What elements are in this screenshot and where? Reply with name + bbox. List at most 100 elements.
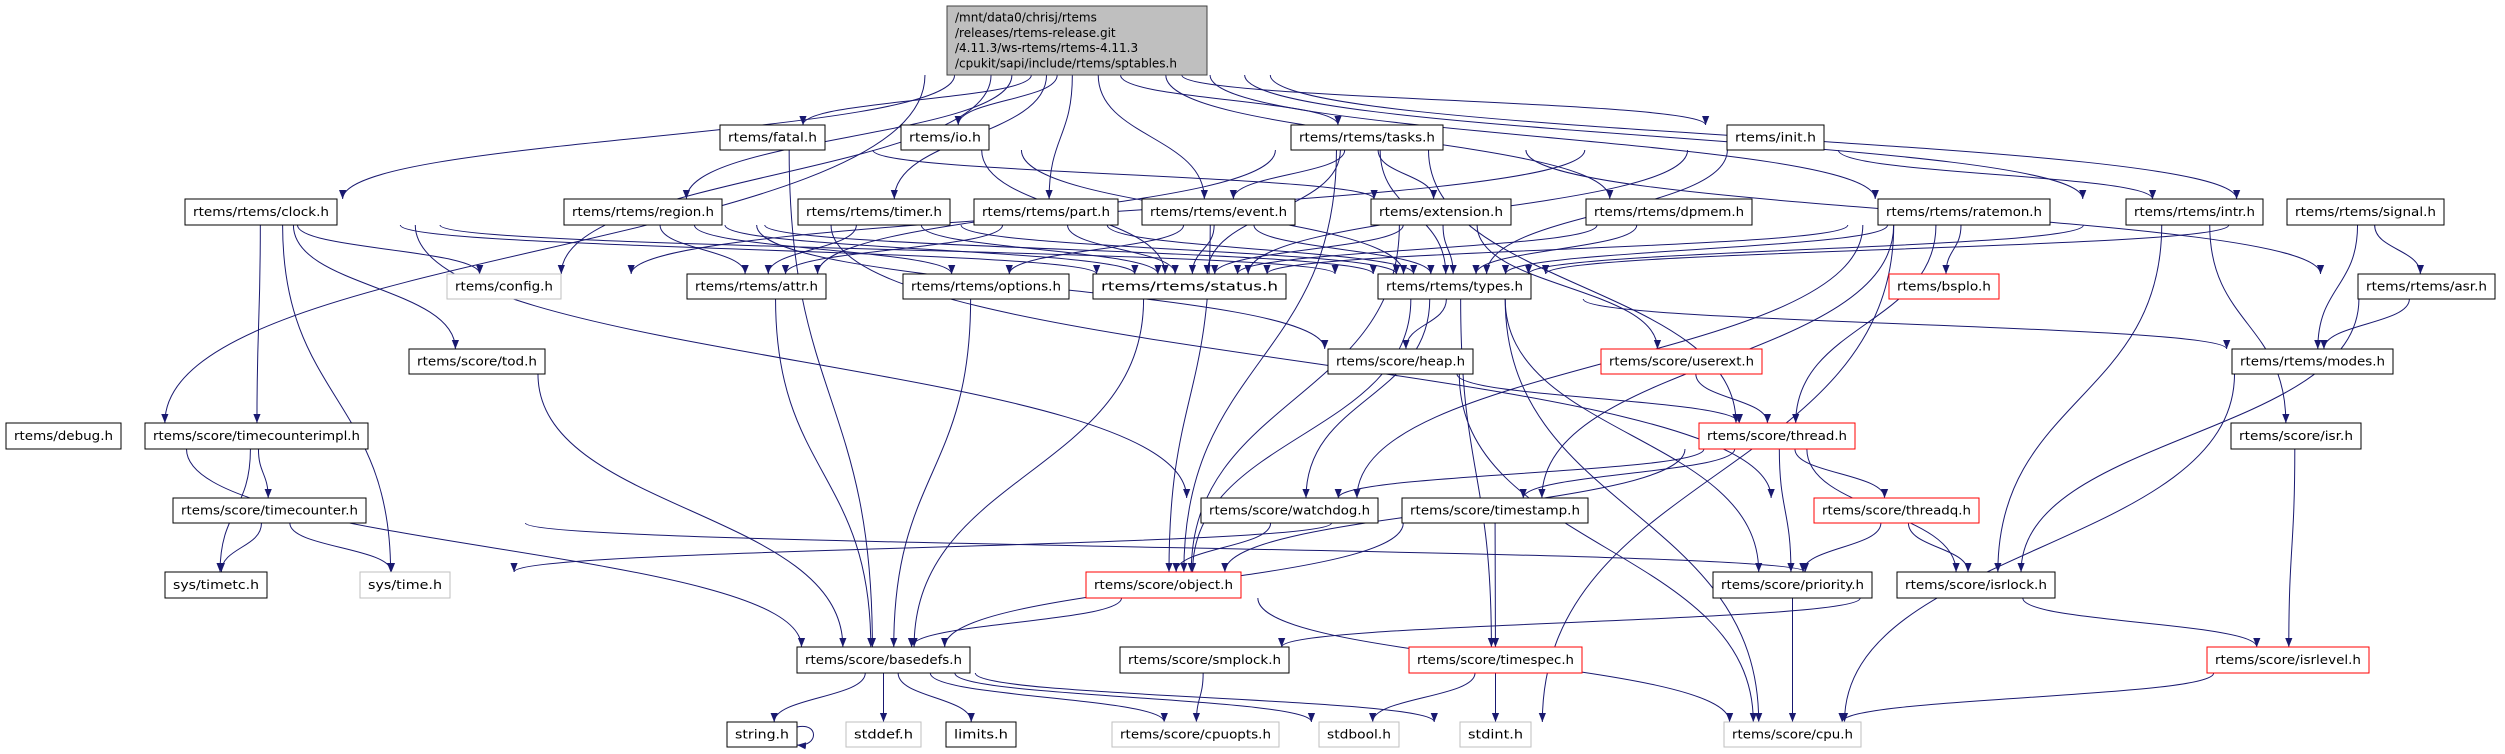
node-label: rtems/score/threadq.h — [1822, 504, 1971, 518]
node-isrlock[interactable]: rtems/score/isrlock.h — [1896, 571, 2056, 599]
node-box — [1290, 124, 1444, 151]
node-stdbool[interactable]: stdbool.h — [1318, 721, 1400, 748]
node-config[interactable]: rtems/config.h — [446, 273, 562, 300]
node-basedefs[interactable]: rtems/score/basedefs.h — [796, 646, 971, 674]
edge-smplock-to-cpuopts — [1192, 672, 1204, 723]
edge-basedefs-to-string — [770, 672, 866, 723]
edge-heap-to-thread — [1456, 373, 1743, 424]
node-timecounterimpl[interactable]: rtems/score/timecounterimpl.h — [144, 422, 369, 450]
node-priority[interactable]: rtems/score/priority.h — [1712, 571, 1873, 599]
node-label: rtems/score/timecounter.h — [181, 504, 358, 518]
node-stddef[interactable]: stddef.h — [845, 721, 922, 748]
edge-types-to-priority — [1504, 298, 1763, 573]
node-region[interactable]: rtems/rtems/region.h — [563, 198, 723, 226]
edge-timestamp-to-systime — [510, 522, 1332, 573]
node-systime[interactable]: sys/time.h — [359, 571, 451, 599]
node-box — [845, 721, 922, 748]
node-timespec[interactable]: rtems/score/timespec.h — [1408, 646, 1583, 674]
node-timecounter[interactable]: rtems/score/timecounter.h — [172, 497, 367, 524]
node-asr[interactable]: rtems/rtems/asr.h — [2357, 273, 2496, 300]
edge-root-to-tasks — [1120, 74, 1342, 126]
node-box — [172, 497, 367, 524]
node-box — [184, 198, 338, 226]
node-timer[interactable]: rtems/rtems/timer.h — [797, 198, 951, 226]
edge-clock-to-tod — [292, 224, 459, 350]
node-label: rtems/score/isr.h — [2239, 429, 2353, 443]
node-isrlevel[interactable]: rtems/score/isrlevel.h — [2206, 646, 2370, 674]
node-options[interactable]: rtems/rtems/options.h — [902, 273, 1070, 300]
node-label: stdint.h — [1468, 728, 1523, 742]
node-box — [1377, 273, 1532, 300]
node-userext[interactable]: rtems/score/userext.h — [1600, 348, 1763, 375]
node-label: rtems/rtems/region.h — [572, 205, 714, 219]
node-tasks[interactable]: rtems/rtems/tasks.h — [1290, 124, 1444, 151]
node-extension[interactable]: rtems/extension.h — [1370, 198, 1512, 226]
node-status[interactable]: rtems/rtems/status.h — [1092, 273, 1287, 300]
node-label: sys/time.h — [368, 578, 442, 592]
node-cpu[interactable]: rtems/score/cpu.h — [1723, 721, 1862, 748]
edge-signal-to-asr — [2374, 224, 2424, 275]
node-bsplo[interactable]: rtems/bsplo.h — [1888, 273, 2000, 300]
node-signal[interactable]: rtems/rtems/signal.h — [2286, 198, 2445, 226]
node-heap[interactable]: rtems/score/heap.h — [1327, 348, 1474, 375]
node-init[interactable]: rtems/init.h — [1726, 124, 1825, 151]
node-timetc[interactable]: sys/timetc.h — [164, 571, 268, 599]
node-ratemon[interactable]: rtems/rtems/ratemon.h — [1877, 198, 2051, 226]
node-string[interactable]: string.h — [726, 721, 798, 748]
node-label: rtems/score/priority.h — [1721, 578, 1864, 592]
node-io[interactable]: rtems/io.h — [900, 124, 990, 151]
node-dpmem[interactable]: rtems/rtems/dpmem.h — [1585, 198, 1753, 226]
edge-types-to-modes — [1582, 298, 2231, 350]
node-modes[interactable]: rtems/rtems/modes.h — [2231, 348, 2394, 375]
node-types[interactable]: rtems/rtems/types.h — [1377, 273, 1532, 300]
node-label: rtems/extension.h — [1379, 205, 1503, 219]
node-clock[interactable]: rtems/rtems/clock.h — [184, 198, 338, 226]
node-box — [1459, 721, 1532, 748]
edge-types-to-watchdog — [1302, 298, 1431, 499]
node-watchdog[interactable]: rtems/score/watchdog.h — [1200, 497, 1379, 524]
edge-tasks-to-object — [1180, 149, 1337, 573]
node-label: rtems/rtems/status.h — [1101, 280, 1278, 294]
node-label: string.h — [735, 728, 789, 742]
node-intr[interactable]: rtems/rtems/intr.h — [2125, 198, 2264, 226]
node-label: rtems/rtems/signal.h — [2295, 205, 2436, 219]
edge-options-to-basedefs — [890, 298, 972, 648]
node-cpuopts[interactable]: rtems/score/cpuopts.h — [1111, 721, 1280, 748]
node-stdint[interactable]: stdint.h — [1459, 721, 1532, 748]
node-event[interactable]: rtems/rtems/event.h — [1141, 198, 1296, 226]
edge-extension-to-userext — [1476, 224, 1662, 350]
edge-event-to-types — [1253, 224, 1435, 275]
edge-region-to-status — [724, 224, 1139, 275]
node-box — [1092, 273, 1287, 300]
node-box — [1141, 198, 1296, 226]
node-threadq[interactable]: rtems/score/threadq.h — [1813, 497, 1980, 524]
edge-timer-to-types — [960, 224, 1400, 275]
node-box — [1408, 646, 1583, 674]
edge-ratemon-to-thread — [1792, 224, 1937, 424]
edge-timer-to-attr — [764, 224, 857, 275]
node-part[interactable]: rtems/rtems/part.h — [973, 198, 1119, 226]
node-label: rtems/score/heap.h — [1336, 355, 1465, 369]
node-isr[interactable]: rtems/score/isr.h — [2230, 422, 2362, 450]
node-limits[interactable]: limits.h — [945, 721, 1017, 748]
node-box — [2231, 348, 2394, 375]
node-timestamp[interactable]: rtems/score/timestamp.h — [1401, 497, 1589, 524]
edge-intr-to-isrlock — [1994, 224, 2163, 573]
node-object[interactable]: rtems/score/object.h — [1085, 571, 1242, 599]
edge-timespec-to-stdbool — [1369, 672, 1476, 723]
node-thread[interactable]: rtems/score/thread.h — [1698, 422, 1856, 450]
node-box — [1370, 198, 1512, 226]
node-box — [1200, 497, 1379, 524]
node-label: rtems/score/smplock.h — [1128, 653, 1281, 667]
node-box — [164, 571, 268, 599]
edge-part-to-types — [1106, 224, 1418, 275]
node-fatal[interactable]: rtems/fatal.h — [719, 124, 826, 151]
node-label: limits.h — [954, 728, 1008, 742]
node-tod[interactable]: rtems/score/tod.h — [408, 348, 546, 375]
node-box — [1723, 721, 1862, 748]
node-attr[interactable]: rtems/rtems/attr.h — [686, 273, 827, 300]
node-debug[interactable]: rtems/debug.h — [5, 422, 122, 450]
node-root[interactable]: /mnt/data0/chrisj/rtems/releases/rtems-r… — [946, 5, 1208, 76]
node-smplock[interactable]: rtems/score/smplock.h — [1119, 646, 1290, 674]
node-label: /mnt/data0/chrisj/rtems — [955, 11, 1097, 25]
